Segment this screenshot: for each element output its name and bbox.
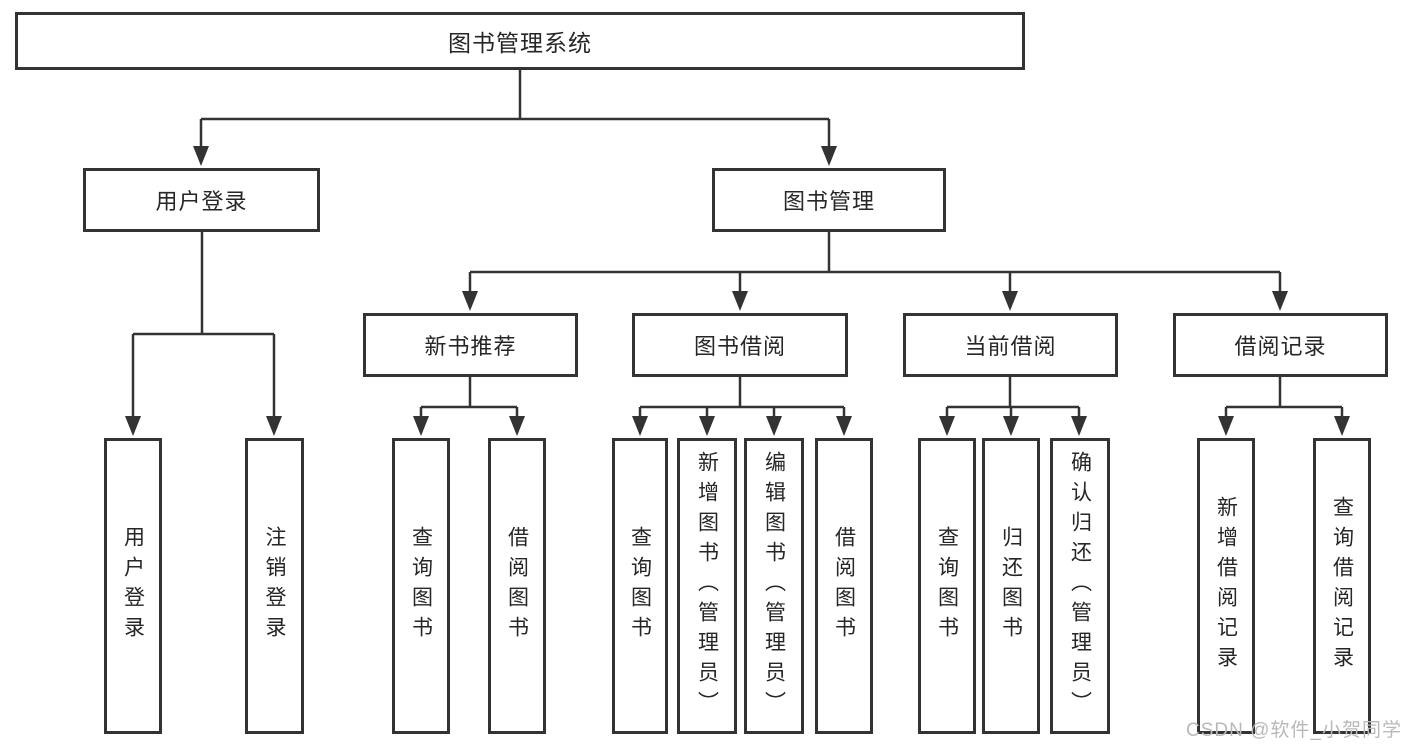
arrow-down-icon xyxy=(193,146,209,166)
leaf-logout: 注销登录 xyxy=(245,438,304,734)
node-label: 图书管理 xyxy=(782,189,875,214)
arrow-down-icon xyxy=(509,416,525,436)
node-book-management: 图书管理 xyxy=(712,168,946,232)
node-label: 图书借阅 xyxy=(693,334,786,359)
arrow-down-icon xyxy=(1003,416,1019,436)
node-label: 查询图书 xyxy=(628,526,652,646)
node-label: 借阅图书 xyxy=(832,526,856,646)
leaf-return-book: 归还图书 xyxy=(982,438,1040,734)
node-label: 查询借阅记录 xyxy=(1330,496,1354,676)
leaf-add-book-admin: 新增图书（管理员） xyxy=(677,438,737,734)
arrow-down-icon xyxy=(266,416,282,436)
node-label: 用户登录 xyxy=(155,189,248,214)
node-new-book-recommend: 新书推荐 xyxy=(363,313,578,377)
arrow-down-icon xyxy=(413,416,429,436)
arrow-down-icon xyxy=(632,416,648,436)
arrow-down-icon xyxy=(462,291,478,311)
node-label: 新增图书（管理员） xyxy=(695,451,719,721)
leaf-query-borrow-record: 查询借阅记录 xyxy=(1313,438,1371,734)
node-label: 新增借阅记录 xyxy=(1214,496,1238,676)
arrow-down-icon xyxy=(1218,416,1234,436)
arrow-down-icon xyxy=(766,416,782,436)
leaf-borrow-books-recommend: 借阅图书 xyxy=(488,438,546,734)
node-label: 查询图书 xyxy=(935,526,959,646)
arrow-down-icon xyxy=(939,416,955,436)
node-current-borrow: 当前借阅 xyxy=(903,313,1118,377)
leaf-user-login: 用户登录 xyxy=(104,438,162,734)
arrow-down-icon xyxy=(1334,416,1350,436)
leaf-query-books-recommend: 查询图书 xyxy=(392,438,450,734)
node-label: 用户登录 xyxy=(121,526,145,646)
node-label: 当前借阅 xyxy=(964,334,1057,359)
leaf-confirm-return-admin: 确认归还（管理员） xyxy=(1050,438,1110,734)
arrow-down-icon xyxy=(1272,291,1288,311)
node-label: 编辑图书（管理员） xyxy=(762,451,786,721)
arrow-down-icon xyxy=(699,416,715,436)
node-user-login: 用户登录 xyxy=(83,168,320,232)
leaf-add-borrow-record: 新增借阅记录 xyxy=(1197,438,1255,734)
node-label: 注销登录 xyxy=(263,526,286,646)
arrow-down-icon xyxy=(732,291,748,311)
node-label: 归还图书 xyxy=(999,526,1023,646)
node-library-management-system: 图书管理系统 xyxy=(15,12,1025,70)
arrow-down-icon xyxy=(821,146,837,166)
node-label: 借阅图书 xyxy=(505,526,529,646)
node-label: 确认归还（管理员） xyxy=(1068,451,1092,721)
node-label: 查询图书 xyxy=(409,526,433,646)
node-borrow-records: 借阅记录 xyxy=(1173,313,1388,377)
arrow-down-icon xyxy=(1002,291,1018,311)
leaf-borrow-books: 借阅图书 xyxy=(815,438,873,734)
node-label: 借阅记录 xyxy=(1234,334,1327,359)
arrow-down-icon xyxy=(836,416,852,436)
leaf-query-books-current: 查询图书 xyxy=(918,438,976,734)
node-label: 图书管理系统 xyxy=(448,30,592,56)
leaf-query-books-borrow: 查询图书 xyxy=(612,438,668,734)
watermark: CSDN @软件_小贺同学 xyxy=(1186,720,1402,741)
node-book-borrow: 图书借阅 xyxy=(632,313,848,377)
arrow-down-icon xyxy=(1071,416,1087,436)
node-label: 新书推荐 xyxy=(424,334,517,359)
arrow-down-icon xyxy=(125,416,141,436)
leaf-edit-book-admin: 编辑图书（管理员） xyxy=(744,438,804,734)
